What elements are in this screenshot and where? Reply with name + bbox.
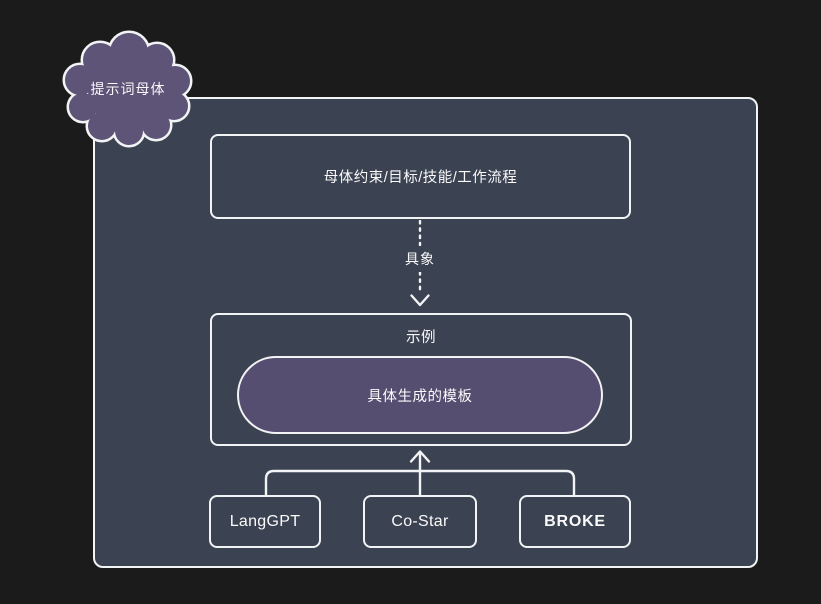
framework-label-costar: Co-Star (391, 512, 449, 530)
framework-box-costar: Co-Star (363, 495, 477, 548)
framework-label-langgpt: LangGPT (229, 512, 301, 530)
merge-up-arrow-icon (264, 450, 576, 495)
transition-arrow-label: 具象 (403, 246, 437, 272)
cloud-shape-icon (62, 30, 193, 148)
abstract-constraints-label: 母体约束/目标/技能/工作流程 (323, 170, 518, 186)
prompt-matrix-cloud: 提示词母体 (58, 30, 198, 154)
framework-box-langgpt: LangGPT (209, 495, 321, 548)
framework-box-broke: BROKE (519, 495, 631, 548)
framework-label-broke: BROKE (544, 512, 606, 530)
example-box-title: 示例 (406, 330, 436, 346)
cloud-label: 提示词母体 (90, 81, 166, 97)
example-box: 示例 具体生成的模板 (210, 313, 632, 446)
abstract-constraints-box: 母体约束/目标/技能/工作流程 (210, 134, 631, 219)
generated-template-label: 具体生成的模板 (367, 388, 473, 405)
prompt-matrix-container: 母体约束/目标/技能/工作流程 具象 示例 具体生成的模板 LangGPT Co… (93, 97, 758, 568)
generated-template-pill: 具体生成的模板 (237, 356, 603, 434)
